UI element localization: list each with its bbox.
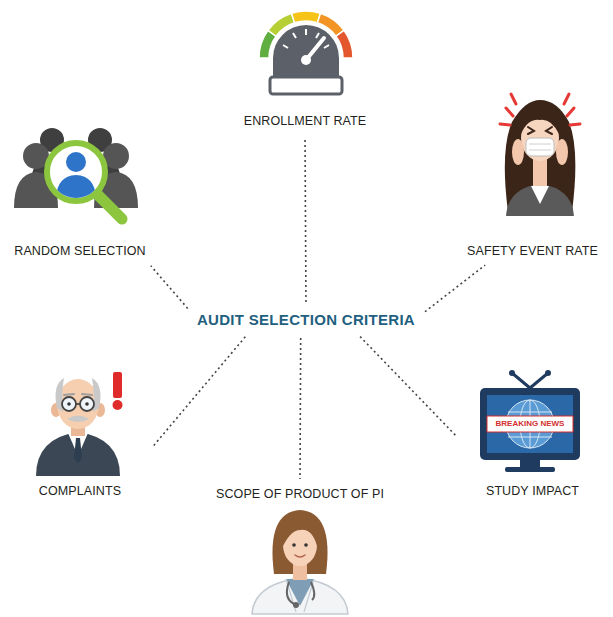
doctor-icon-part (304, 543, 308, 547)
magnifier-people-icon-part (56, 152, 96, 200)
doctor-icon-part (311, 582, 314, 600)
tv-icon-part (505, 467, 555, 472)
gauge-icon (259, 11, 353, 94)
masked-woman-icon-part (529, 144, 551, 145)
doctor-icon-part (252, 578, 348, 614)
old-man-icon-part (62, 397, 76, 411)
old-man-icon-part (113, 372, 122, 398)
gauge-icon-part (301, 55, 311, 65)
old-man-icon-part (64, 394, 74, 395)
doctor-icon-part (295, 555, 305, 557)
masked-woman-icon-part (546, 127, 552, 134)
criterion-label: SAFETY EVENT RATE (467, 244, 598, 259)
tv-icon-part (530, 373, 548, 388)
masked-woman-icon-part (512, 139, 524, 165)
gauge-icon-part (270, 77, 342, 94)
doctor-icon-part (293, 602, 299, 608)
old-man-icon-part (36, 432, 120, 476)
old-man-icon-part (80, 397, 94, 411)
old-man-icon-part (76, 403, 80, 405)
dotted-connector (304, 137, 307, 302)
doctor-icon-part (292, 543, 296, 547)
dotted-connector (425, 265, 485, 312)
magnifier-people-icon-part (47, 143, 105, 201)
doctor-icon-part (283, 518, 317, 546)
gauge-icon-part (293, 33, 296, 38)
gauge-icon-part (305, 29, 307, 35)
magnifier-people-icon-part-part (56, 175, 96, 200)
old-man-icon-part (74, 438, 82, 463)
doctor-icon-part (304, 579, 314, 612)
masked-woman-icon-part (500, 94, 580, 125)
magnifier-people-icon-part (97, 194, 122, 219)
tv-icon-part (545, 370, 551, 376)
masked-woman-icon-part (528, 127, 534, 134)
masked-woman-icon-part-part (506, 108, 513, 116)
criterion-label: RANDOM SELECTION (14, 244, 145, 259)
masked-woman-icon-part-part (511, 94, 516, 104)
tv-icon-part (480, 388, 580, 460)
criterion-item: SAFETY EVENT RATE (455, 82, 610, 262)
doctor-icon-part (287, 582, 294, 604)
tv-icon-part (508, 437, 552, 438)
masked-woman-icon-part (521, 110, 559, 134)
criterion-item: SCOPE OF PRODUCT OF PI (200, 484, 400, 615)
old-man-icon-part (82, 394, 92, 395)
dotted-connector (299, 338, 301, 479)
criterion-label: STUDY IMPACT (486, 484, 579, 499)
criterion-label: ENROLLMENT RATE (244, 114, 367, 129)
doctor-icon (252, 510, 348, 614)
masked-woman-icon-part (526, 138, 554, 156)
magnifier-people-icon (14, 128, 138, 219)
criterion-item: STUDY IMPACT (460, 370, 605, 502)
tv-icon-part (487, 395, 573, 453)
masked-woman-icon-part (529, 150, 551, 151)
gauge-icon-part (283, 45, 288, 48)
tv-icon-part (509, 370, 515, 376)
tv-icon-part (487, 416, 573, 432)
central-topic: AUDIT SELECTION CRITERIA (191, 307, 421, 333)
criterion-item: COMPLAINTS (10, 365, 150, 502)
tv-icon-part (520, 460, 540, 468)
old-man-icon-part (57, 379, 99, 429)
tv-icon-part (512, 373, 530, 388)
gauge-icon-part (291, 11, 320, 23)
masked-woman-icon-part (533, 158, 547, 186)
criterion-label: COMPLAINTS (39, 484, 121, 499)
dotted-connector (151, 266, 188, 309)
old-man-icon-part (67, 416, 89, 423)
masked-woman-icon-part (556, 139, 568, 165)
dotted-connector (153, 337, 245, 446)
gauge-icon-part (316, 33, 319, 38)
tv-icon (480, 370, 580, 472)
dotted-connector (360, 337, 456, 437)
magnifier-people-icon-part-part (66, 152, 86, 172)
masked-woman-icon (500, 94, 580, 216)
screen-banner-text: BREAKING NEWS (487, 416, 573, 432)
criterion-label: SCOPE OF PRODUCT OF PI (216, 487, 384, 502)
masked-woman-icon-part-part (564, 94, 569, 104)
old-man-icon-part (67, 402, 71, 406)
old-man-icon (36, 372, 123, 476)
masked-woman-icon-part-part (570, 124, 580, 125)
masked-woman-icon-part-part (567, 108, 574, 116)
masked-woman-icon-part (506, 184, 574, 216)
old-man-icon-part (85, 402, 89, 406)
central-title: AUDIT SELECTION CRITERIA (197, 311, 415, 329)
old-man-icon-part (113, 400, 123, 410)
gauge-icon-part (324, 45, 329, 48)
masked-woman-icon-part-part (500, 124, 510, 125)
criterion-item: RANDOM SELECTION (5, 122, 155, 262)
connector-group (151, 137, 485, 479)
masked-woman-icon-part (531, 186, 549, 204)
doctor-icon-part (272, 510, 327, 574)
tv-icon-part (508, 412, 552, 413)
criterion-item: ENROLLMENT RATE (240, 8, 371, 132)
